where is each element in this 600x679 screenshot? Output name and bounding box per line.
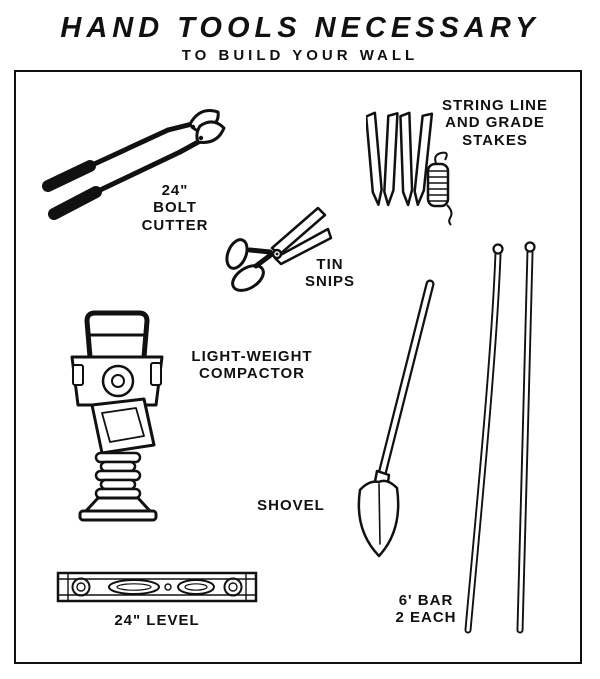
grade-stakes-label: STRING LINE AND GRADE STAKES — [441, 97, 548, 149]
shovel-icon — [357, 279, 435, 558]
compactor-label: LIGHT-WEIGHT COMPACTOR — [191, 348, 313, 383]
bolt-cutter-label: 24" BOLT CUTTER — [141, 182, 209, 234]
compactor-icon — [70, 310, 164, 522]
digging-bars-label: 6' BAR 2 EACH — [395, 592, 457, 627]
level-icon — [56, 571, 258, 603]
tin-snips-icon — [225, 206, 333, 292]
diagram-border — [14, 70, 582, 664]
page-title: HAND TOOLS NECESSARY — [60, 12, 540, 44]
grade-stakes-icon — [366, 111, 453, 226]
level-label: 24" LEVEL — [114, 612, 200, 629]
page-subtitle: TO BUILD YOUR WALL — [181, 47, 419, 64]
bolt-cutter-icon — [42, 109, 226, 220]
shovel-label: SHOVEL — [257, 497, 325, 514]
tin-snips-label: TIN SNIPS — [304, 256, 355, 291]
digging-bars-icon — [464, 241, 536, 634]
